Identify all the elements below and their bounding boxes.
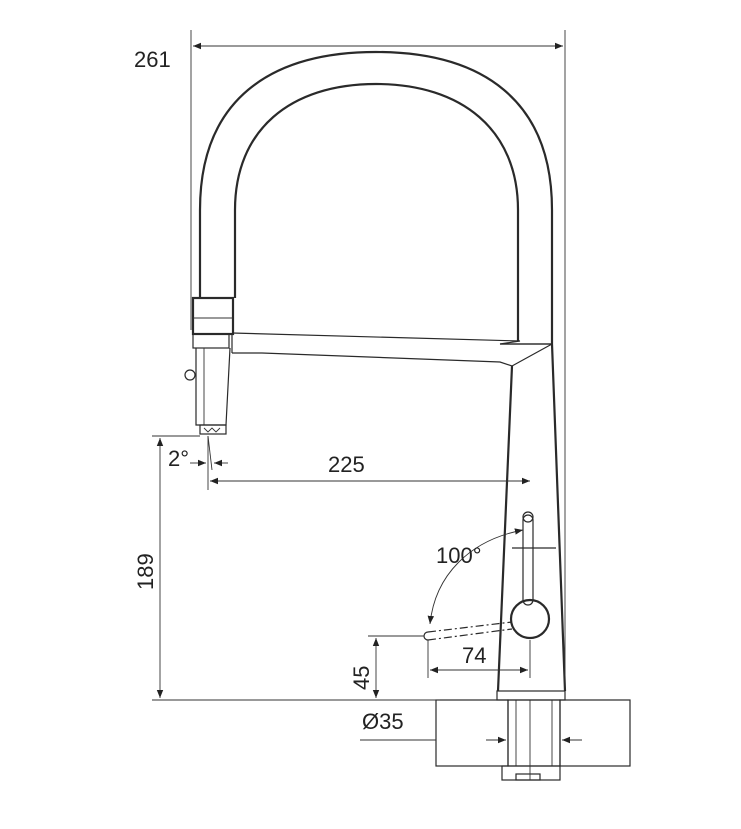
dimension-spout-height: 189 — [133, 435, 440, 701]
dimension-hole-diameter: Ø35 — [360, 709, 582, 744]
label-spout-reach: 225 — [328, 452, 365, 477]
label-lever-angle: 100° — [436, 543, 482, 568]
spout-arm — [231, 332, 553, 367]
dimension-spray-angle: 2° — [168, 435, 228, 471]
label-lever-reach: 74 — [462, 643, 486, 668]
label-hole-diameter: Ø35 — [362, 709, 404, 734]
dimension-lever-angle: 100° — [427, 528, 524, 625]
dimension-total-width: 261 — [134, 30, 566, 690]
faucet-base — [496, 690, 566, 701]
label-total-width: 261 — [134, 47, 171, 72]
mounting-shank — [501, 699, 561, 781]
label-spout-height: 189 — [133, 553, 158, 590]
label-lever-height: 45 — [349, 666, 374, 690]
dimension-lever-reach: 74 — [427, 640, 531, 678]
countertop-section — [435, 699, 631, 767]
dimension-spout-reach: 225 — [207, 436, 530, 490]
spring-hose — [198, 50, 554, 344]
spray-head — [184, 296, 235, 435]
lever-handle-rotated — [423, 621, 513, 641]
label-spray-angle: 2° — [168, 446, 189, 471]
dimension-lever-height: 45 — [349, 635, 424, 698]
